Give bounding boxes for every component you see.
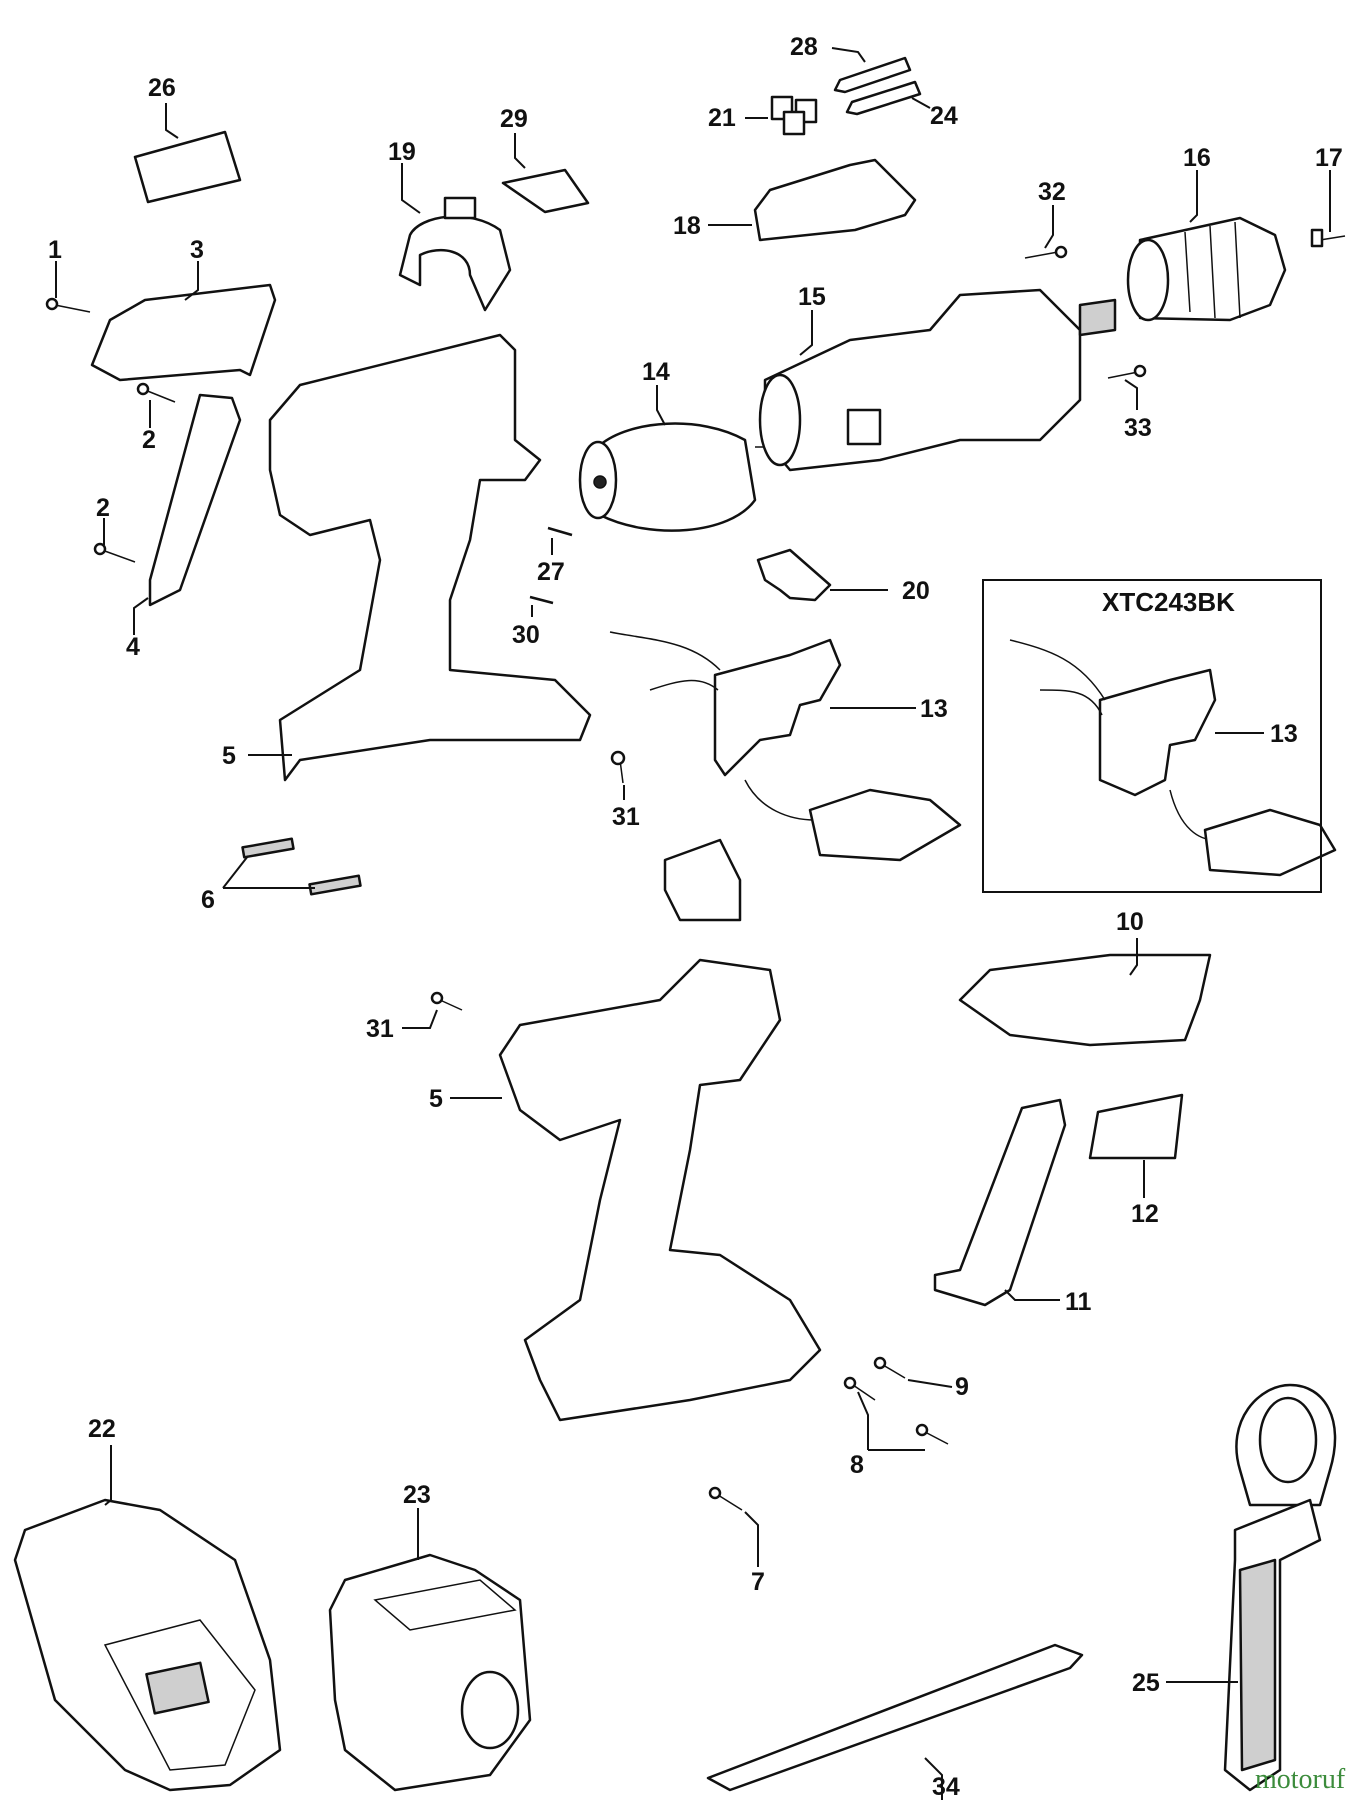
callout-9: 9 [955, 1373, 969, 1401]
part-20-direction-lever [756, 548, 832, 602]
part-25-side-handle [1223, 1383, 1337, 1792]
part-5a-left-housing-half [268, 333, 592, 782]
callout-labels: 26 29 19 21 28 24 18 1 3 2 2 4 5 6 14 15… [48, 33, 1343, 1800]
callout-18: 18 [673, 212, 701, 240]
part-24-screwdriver-bit [845, 80, 922, 116]
part-27-pin [547, 526, 573, 537]
part-21-bit-holders [770, 95, 818, 136]
callout-28: 28 [790, 33, 818, 61]
callout-13a: 13 [920, 695, 948, 723]
part-23-battery [328, 1553, 532, 1792]
part-16-chuck [1126, 216, 1287, 322]
callout-30: 30 [512, 621, 540, 649]
part-13a-switch [609, 631, 962, 922]
callout-13b: 13 [1270, 720, 1298, 748]
callout-6: 6 [201, 886, 215, 914]
callout-29: 29 [500, 105, 528, 133]
leader-lines [55, 47, 1331, 1800]
part-1-screw [45, 297, 91, 313]
callout-22: 22 [88, 1415, 116, 1443]
callout-5a: 5 [222, 742, 236, 770]
callout-27: 27 [537, 558, 565, 586]
callout-17: 17 [1315, 144, 1343, 172]
part-33-screw [1107, 364, 1147, 379]
part-31a-screw [610, 750, 626, 784]
part-18-bit-storage-cover [753, 158, 917, 242]
part-6-springs [241, 837, 362, 896]
callout-8: 8 [850, 1451, 864, 1479]
callout-32: 32 [1038, 178, 1066, 206]
part-5b-right-housing-half [498, 958, 822, 1422]
callout-23: 23 [403, 1481, 431, 1509]
part-2a-screw [136, 382, 176, 403]
part-10-top-cover [958, 953, 1212, 1047]
callout-31a: 31 [612, 803, 640, 831]
callout-25: 25 [1132, 1669, 1160, 1697]
callout-2a: 2 [142, 426, 156, 454]
part-7-screw [708, 1486, 743, 1511]
part-14-motor [578, 422, 770, 532]
part-15-gearbox [758, 288, 1117, 472]
callout-3: 3 [190, 236, 204, 264]
callout-7: 7 [751, 1568, 765, 1596]
callout-14: 14 [642, 358, 670, 386]
callout-11: 11 [1065, 1288, 1092, 1316]
callout-24: 24 [930, 102, 958, 130]
callout-19: 19 [388, 138, 416, 166]
callout-12: 12 [1131, 1200, 1159, 1228]
callout-15: 15 [798, 283, 826, 311]
part-30-pin [529, 595, 554, 605]
part-12-label [1088, 1093, 1184, 1160]
part-26-label-sticker [133, 130, 242, 204]
part-17-screw [1310, 228, 1346, 248]
callout-4: 4 [126, 633, 140, 661]
callout-16: 16 [1183, 144, 1211, 172]
part-32-screw [1024, 245, 1068, 259]
part-29-label-sticker [501, 168, 590, 214]
part-4-side-strip [148, 393, 242, 607]
part-2b-screw [93, 542, 136, 563]
part-9-screw [873, 1356, 906, 1379]
part-11-side-strip [933, 1098, 1067, 1307]
callout-31b: 31 [366, 1015, 394, 1043]
callout-10: 10 [1116, 908, 1144, 936]
part-19-belt-clip [398, 196, 512, 312]
callout-34: 34 [932, 1773, 960, 1800]
part-3-top-cover [90, 283, 277, 382]
part-22-charger [13, 1498, 282, 1792]
watermark-text: motoruf [1255, 1764, 1346, 1795]
callout-2b: 2 [96, 494, 110, 522]
part-13b-switch [1009, 639, 1337, 877]
model-inset-title: XTC243BK [1102, 587, 1235, 617]
callout-5b: 5 [429, 1085, 443, 1113]
part-28-screwdriver-bit [833, 56, 912, 94]
callout-20: 20 [902, 577, 930, 605]
part-34-strap [706, 1643, 1084, 1792]
callout-1: 1 [48, 236, 62, 264]
model-inset-box [982, 579, 1322, 893]
callout-26: 26 [148, 74, 176, 102]
callout-33: 33 [1124, 414, 1152, 442]
part-8-screws [843, 1376, 949, 1445]
part-31b-screw [430, 991, 463, 1011]
callout-21: 21 [708, 104, 736, 132]
